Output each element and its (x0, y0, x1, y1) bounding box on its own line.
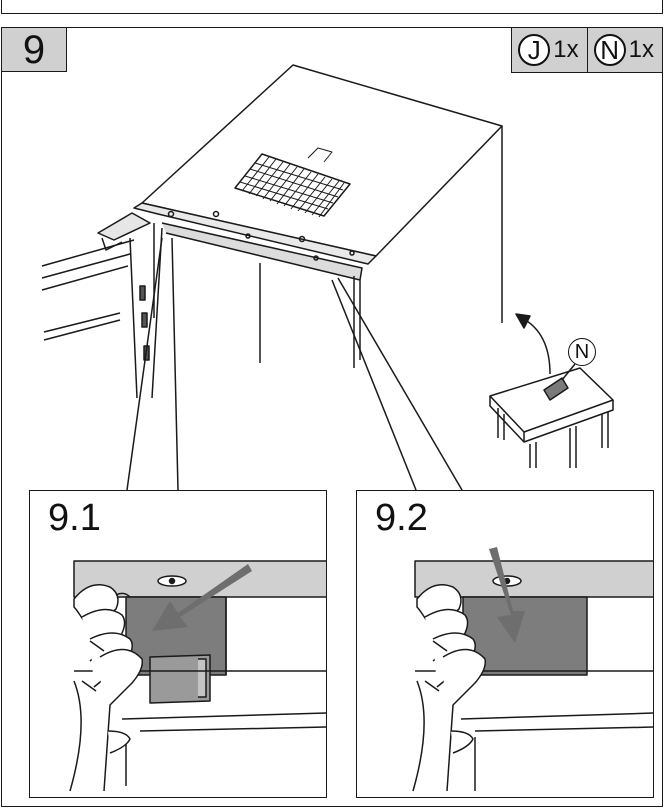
detail-9-2-illustration (412, 547, 653, 792)
step-number: 9 (2, 28, 67, 72)
part-n-icon: N (593, 34, 626, 66)
part-j-icon: J (518, 34, 551, 66)
previous-step-edge (1, 0, 663, 14)
part-n-callout: N (568, 338, 596, 366)
detail-9-1-illustration (69, 560, 326, 792)
detail-9-1-label: 9.1 (48, 497, 101, 539)
part-j-quantity: 1x (553, 36, 579, 63)
part-n: N 1x (586, 28, 662, 72)
detail-9-2: 9.2 (356, 490, 654, 798)
instruction-panel: 9 J 1x N 1x (1, 27, 663, 807)
detail-9-1: 9.1 (29, 490, 327, 798)
part-n-quantity: 1x (628, 36, 654, 63)
part-j: J 1x (512, 28, 586, 72)
parts-list: J 1x N 1x (511, 28, 662, 73)
detail-9-2-label: 9.2 (375, 497, 428, 539)
appliance-illustration (41, 64, 614, 491)
